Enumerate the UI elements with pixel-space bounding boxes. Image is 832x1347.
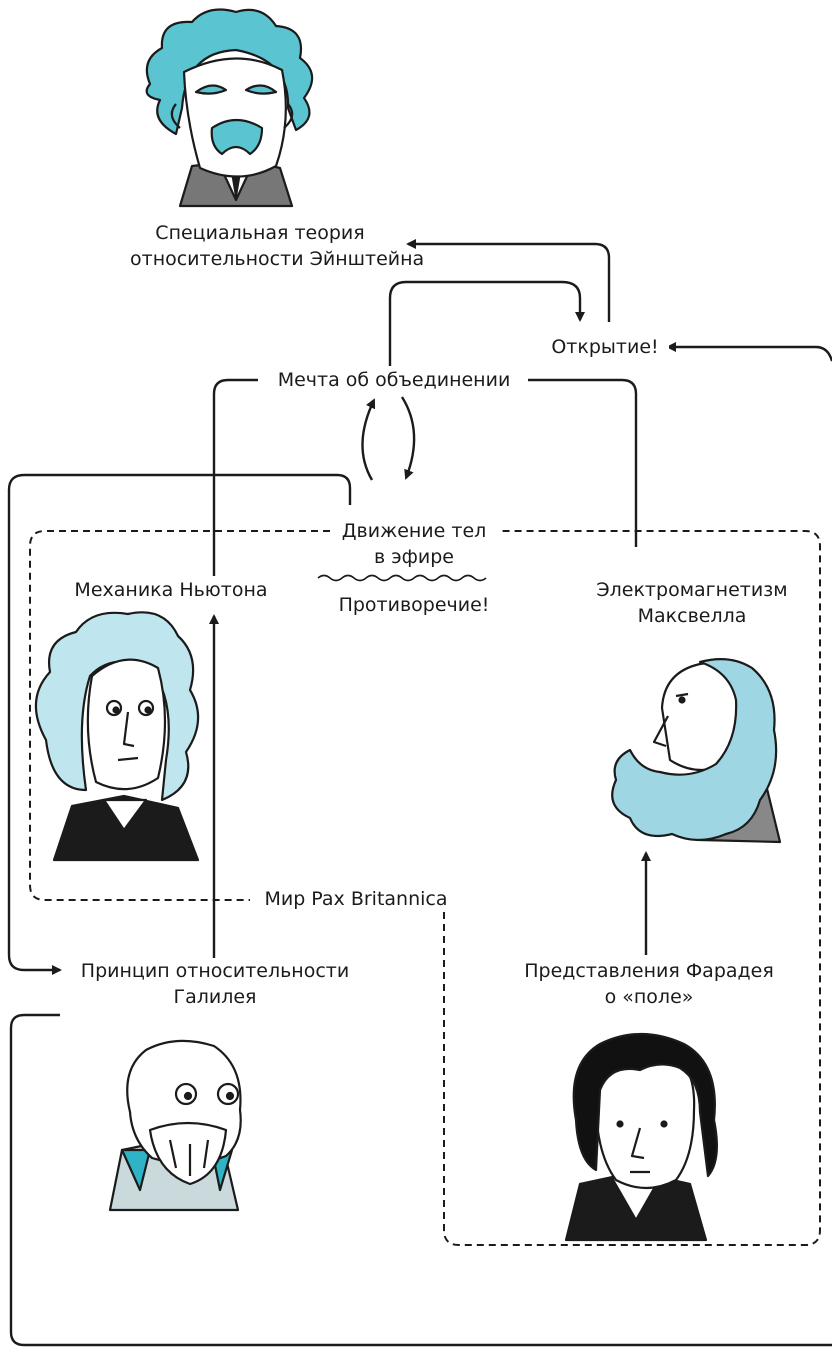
galileo-portrait (108, 1039, 242, 1212)
line-galileo-bottom-loop (9, 1013, 832, 1347)
maxwell-portrait (611, 657, 782, 844)
newton-portrait (34, 611, 200, 862)
ether-motion-line2: в эфире (373, 546, 454, 568)
newton-label: Механика Ньютона (54, 577, 288, 603)
line-newton-to-unification (212, 378, 258, 576)
arrow-unification-to-ether (400, 396, 416, 480)
ether-motion-label: Движение тел в эфире (322, 518, 506, 570)
arrow-ether-to-galileo (7, 473, 352, 975)
faraday-label: Представления Фарадея о «поле» (502, 958, 796, 1010)
arrow-unification-to-discovery (388, 280, 585, 366)
arrow-ether-to-unification (361, 398, 376, 481)
einstein-portrait (145, 8, 314, 208)
pax-britannica-label: Мир Pax Britannica (252, 886, 460, 912)
line-maxwell-to-unification (528, 378, 638, 547)
einstein-label-line1: Специальная теория (155, 222, 365, 244)
maxwell-label: Электромагнетизм Максвелла (590, 577, 794, 629)
arrow-discovery-to-einstein (406, 239, 611, 322)
arrow-right-loop-to-discovery (666, 342, 832, 362)
ether-motion-line1: Движение тел (337, 518, 491, 544)
faraday-label-line2: о «поле» (604, 986, 694, 1008)
unification-label: Мечта об объединении (260, 367, 528, 393)
galileo-label-line2: Галилея (173, 986, 257, 1008)
contradiction-label: Противоречие! (324, 592, 504, 618)
maxwell-label-line2: Максвелла (637, 605, 747, 627)
discovery-label: Открытие! (541, 334, 669, 360)
contradiction-wavy-line (317, 574, 487, 582)
maxwell-label-line1: Электромагнетизм (596, 579, 788, 601)
einstein-label-line2: относительности Эйнштейна (130, 248, 425, 270)
einstein-label: Специальная теория относительности Эйншт… (126, 220, 425, 272)
faraday-label-line1: Представления Фарадея (524, 960, 774, 982)
galileo-label: Принцип относительности Галилея (60, 958, 370, 1010)
galileo-label-line1: Принцип относительности (80, 960, 350, 982)
faraday-portrait (564, 1032, 719, 1242)
pax-britannica-region (29, 530, 821, 1246)
